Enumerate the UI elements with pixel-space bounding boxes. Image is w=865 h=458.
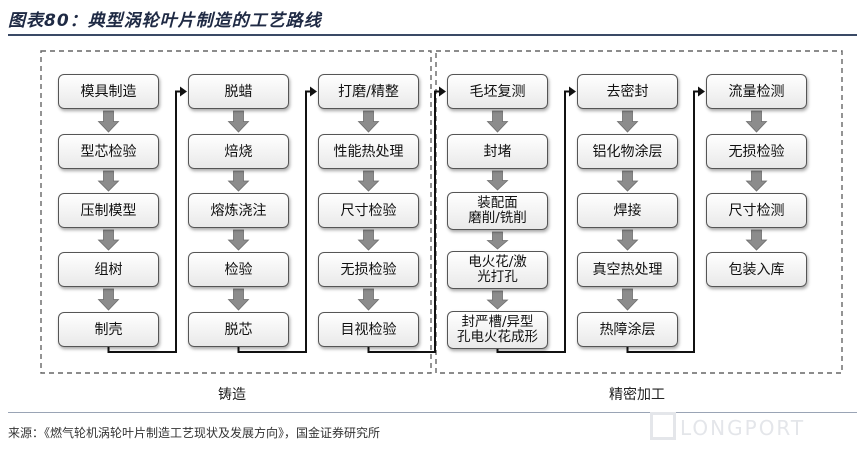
down-arrow-icon — [357, 110, 380, 133]
process-step-4-3: 真空热处理 — [577, 252, 678, 287]
connector-layer — [107, 86, 705, 353]
process-step-2-2: 尺寸检验 — [318, 193, 419, 228]
process-step-1-0: 脱蜡 — [188, 74, 289, 109]
stage-machining-border — [435, 50, 843, 374]
process-step-1-4: 脱芯 — [188, 312, 289, 347]
down-arrow-icon — [97, 170, 120, 192]
process-step-0-4: 制壳 — [58, 312, 159, 347]
process-step-4-0: 去密封 — [577, 74, 678, 109]
process-step-3-4: 封严槽/异型 孔电火花成形 — [447, 311, 548, 349]
process-step-5-3: 包装入库 — [706, 252, 807, 287]
process-step-2-3: 无损检验 — [318, 252, 419, 287]
down-arrow-icon — [97, 288, 120, 311]
down-arrow-icon — [616, 170, 639, 192]
down-arrow-icon — [486, 170, 509, 191]
down-arrow-icon — [616, 288, 639, 311]
down-arrow-icon — [616, 110, 639, 133]
process-step-2-4: 目视检验 — [318, 312, 419, 347]
process-step-0-3: 组树 — [58, 252, 159, 287]
process-step-2-1: 性能热处理 — [318, 134, 419, 169]
down-arrow-icon — [227, 110, 250, 133]
column-connector — [626, 90, 700, 353]
process-step-3-1: 封堵 — [447, 134, 548, 169]
process-step-4-4: 热障涂层 — [577, 312, 678, 347]
process-step-5-0: 流量检测 — [706, 74, 807, 109]
down-arrow-icon — [97, 229, 120, 251]
down-arrow-icon — [486, 231, 509, 250]
watermark-logo-icon — [650, 412, 676, 440]
column-connector — [237, 90, 312, 353]
process-step-3-2: 装配面 磨削/铣削 — [447, 192, 548, 230]
stage-label-machining: 精密加工 — [609, 387, 665, 403]
down-arrow-icon — [616, 229, 639, 251]
connector-arrowhead-icon — [569, 86, 576, 97]
down-arrow-icon — [745, 229, 768, 251]
connector-arrowhead-icon — [698, 86, 705, 97]
down-arrow-icon — [227, 288, 250, 311]
down-arrow-icon — [357, 229, 380, 251]
process-step-5-2: 尺寸检测 — [706, 193, 807, 228]
watermark-text: LONGPORT — [680, 416, 806, 440]
footer-divider — [8, 412, 857, 413]
stage-casting-border — [40, 50, 432, 374]
process-step-1-1: 焙烧 — [188, 134, 289, 169]
down-arrow-icon — [227, 170, 250, 192]
process-step-3-3: 电火花/激 光打孔 — [447, 251, 548, 289]
source-note: 来源：《燃气轮机涡轮叶片制造工艺现状及发展方向》，国金证券研究所 — [8, 426, 381, 440]
down-arrow-icon — [486, 110, 509, 133]
column-connector — [107, 90, 182, 353]
process-step-3-0: 毛坯复测 — [447, 74, 548, 109]
figure-title: 图表80：典型涡轮叶片制造的工艺路线 — [8, 11, 322, 31]
down-arrow-icon — [357, 170, 380, 192]
down-arrow-icon — [227, 229, 250, 251]
process-step-5-1: 无损检验 — [706, 134, 807, 169]
column-connector — [367, 90, 441, 353]
connector-arrowhead-icon — [310, 86, 317, 97]
down-arrow-icon — [745, 110, 768, 133]
process-step-0-2: 压制模型 — [58, 193, 159, 228]
process-step-0-0: 模具制造 — [58, 74, 159, 109]
down-arrow-icon — [357, 288, 380, 311]
process-step-2-0: 打磨/精整 — [318, 74, 419, 109]
process-step-4-2: 焊接 — [577, 193, 678, 228]
down-arrow-layer — [97, 110, 768, 311]
process-step-4-1: 铝化物涂层 — [577, 134, 678, 169]
down-arrow-icon — [486, 290, 509, 310]
column-connector — [496, 90, 571, 353]
title-divider — [8, 34, 857, 36]
connector-arrowhead-icon — [180, 86, 187, 97]
connector-arrowhead-icon — [439, 86, 446, 97]
process-step-1-2: 熔炼浇注 — [188, 193, 289, 228]
process-step-0-1: 型芯检验 — [58, 134, 159, 169]
down-arrow-icon — [97, 110, 120, 133]
down-arrow-icon — [745, 170, 768, 192]
process-step-1-3: 检验 — [188, 252, 289, 287]
stage-label-casting: 铸造 — [218, 387, 246, 403]
